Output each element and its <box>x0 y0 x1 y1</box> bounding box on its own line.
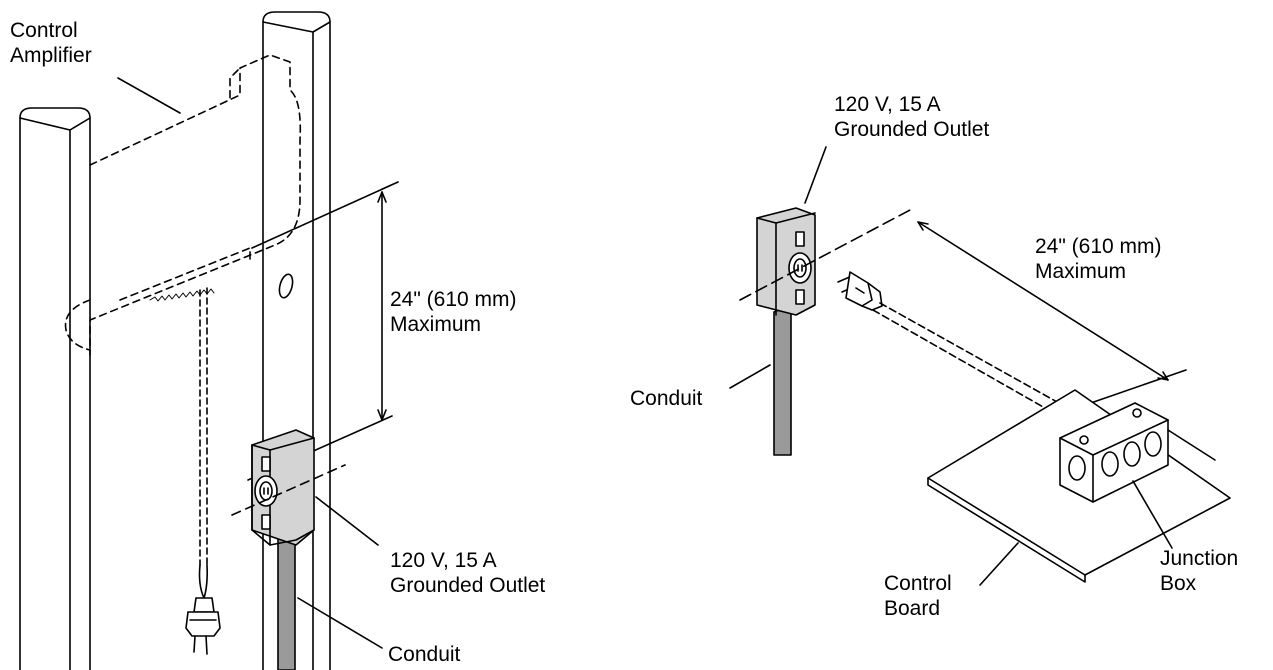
right-outlet-leader <box>804 146 827 204</box>
right-conduit-label: Conduit <box>630 387 703 410</box>
junction-box-label: Junction Box <box>1160 547 1239 595</box>
right-power-cord <box>872 302 1076 421</box>
right-support-post <box>262 11 331 670</box>
left-support-post <box>19 107 91 670</box>
junction-box-leader <box>1132 480 1173 549</box>
amplifier-texture <box>149 288 215 302</box>
control-board-leader <box>979 542 1019 586</box>
junction-box <box>1059 402 1216 503</box>
left-outlet-box <box>251 429 315 546</box>
right-plug-icon <box>837 271 883 311</box>
amplifier-power-cord <box>198 287 208 599</box>
right-dimension-line <box>739 209 1187 406</box>
left-outlet-label: 120 V, 15 A Grounded Outlet <box>390 549 546 597</box>
power-plug-icon <box>185 597 221 655</box>
control-amplifier-label: Control Amplifier <box>10 19 92 67</box>
control-board-label: Control Board <box>884 572 952 620</box>
amplifier-label-leader <box>117 77 181 114</box>
left-conduit <box>277 527 296 670</box>
control-amplifier-outline <box>64 54 302 356</box>
left-dimension-label: 24" (610 mm) Maximum <box>390 288 517 336</box>
right-outlet-box <box>756 207 816 316</box>
right-conduit-leader <box>729 364 771 389</box>
left-conduit-label: Conduit <box>388 643 461 666</box>
right-outlet-label: 120 V, 15 A Grounded Outlet <box>834 93 990 141</box>
right-dimension-label: 24" (610 mm) Maximum <box>1035 235 1162 283</box>
left-outlet-leaders <box>231 464 383 649</box>
right-conduit <box>773 304 792 456</box>
